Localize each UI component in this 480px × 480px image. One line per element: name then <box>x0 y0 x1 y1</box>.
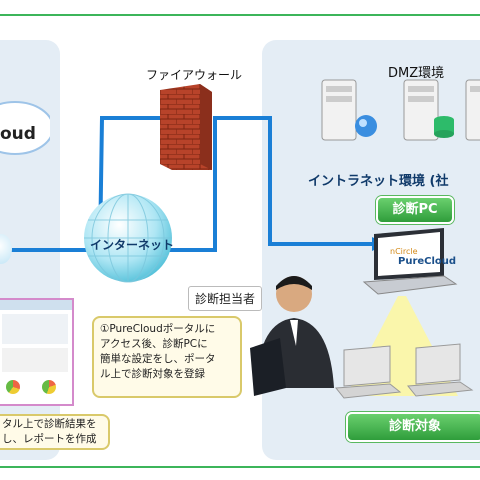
firewall-label: ファイアウォール <box>146 68 243 82</box>
intranet-label: イントラネット環境 (社 <box>308 174 449 189</box>
purecloud-logo: PureCloud <box>398 256 457 267</box>
targets-box: 診断対象 <box>346 412 480 442</box>
target-laptop-icon <box>407 343 474 397</box>
top-rule <box>0 14 480 16</box>
internet-globe-icon <box>84 193 172 283</box>
server-icon <box>403 79 454 141</box>
cloud-left-label: oud <box>0 124 36 144</box>
callout-line: し、レポートを作成 <box>2 433 97 445</box>
dmz-servers <box>321 79 480 141</box>
diag-pc-box: 診断PC <box>376 196 454 224</box>
target-laptop-icon <box>335 345 402 399</box>
staff-label: 診断担当者 <box>188 286 263 311</box>
callout-line: ル上で診断対象を登録 <box>100 368 205 380</box>
callout-line: タル上で診断結果を <box>2 418 97 430</box>
bottom-rule <box>0 466 480 468</box>
purecloud-logo-top: nCircle <box>390 247 418 256</box>
callout-line: アクセス後、診断PCに <box>100 338 208 350</box>
callout-line: ①PureCloudポータルに <box>100 323 216 335</box>
server-icon <box>465 79 480 141</box>
internet-label: インターネット <box>90 238 175 252</box>
callout-line: 簡単な設定をし、ポータ <box>100 353 216 365</box>
globe-left-icon <box>0 234 12 264</box>
firewall-icon <box>160 84 212 170</box>
diag-pc-laptop-icon <box>362 228 458 295</box>
portal-screenshot <box>0 298 74 406</box>
cloud-left-icon <box>0 101 50 155</box>
callout-register-target: ①PureCloudポータルに アクセス後、診断PCに 簡単な設定をし、ポータ … <box>92 316 242 398</box>
dmz-label: DMZ環境 <box>388 66 445 81</box>
staff-person-icon <box>250 276 334 396</box>
callout-report: タル上で診断結果を し、レポートを作成 <box>0 414 110 450</box>
server-icon <box>321 79 377 141</box>
target-pcs <box>335 343 474 399</box>
